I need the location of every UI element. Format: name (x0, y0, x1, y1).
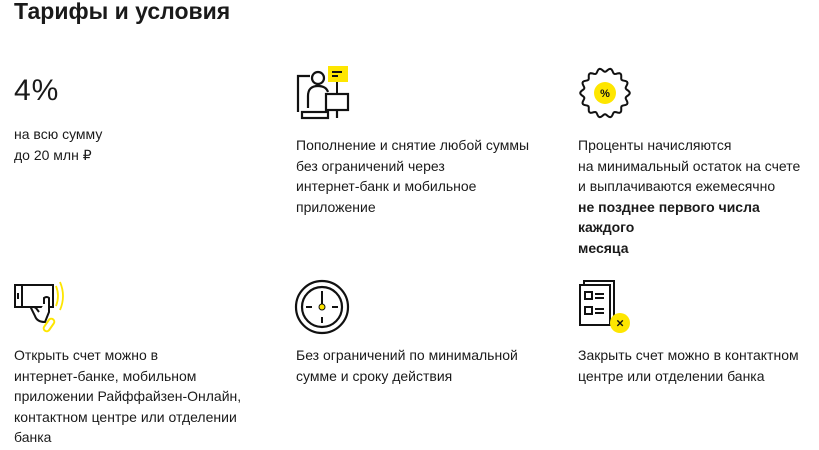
feature-line: без ограничений через (296, 157, 445, 174)
percent-glyph: % (600, 88, 610, 100)
clock-icon (294, 279, 350, 335)
feature-line: на минимальный остаток на счете (578, 157, 801, 174)
checklist-close-icon: × (579, 280, 630, 333)
feature-line: и выплачиваются ежемесячно (578, 178, 776, 195)
phone-in-hand-icon (14, 281, 64, 333)
feature-close: Закрыть счет можно в контактном центре и… (578, 345, 819, 386)
feature-interest: Проценты начисляются на минимальный оста… (578, 135, 818, 259)
feature-line-bold: не позднее первого числа каждого (578, 198, 760, 236)
online-banking-icon (296, 66, 350, 120)
feature-topup: Пополнение и снятие любой суммы без огра… (296, 135, 566, 217)
feature-line: приложении Райффайзен-Онлайн, (14, 388, 242, 405)
rate-line: до 20 млн ₽ (14, 146, 92, 163)
feature-no-limits: Без ограничений по минимальной сумме и с… (296, 345, 566, 386)
feature-line: сумме и сроку действия (296, 367, 453, 384)
feature-open: Открыть счет можно в интернет-банке, моб… (14, 345, 284, 448)
feature-line: Открыть счет можно в (14, 347, 159, 363)
feature-line: центре или отделении банка (578, 367, 765, 384)
rate-line: на всю сумму (14, 126, 103, 142)
feature-line: контактном центре или отделении (14, 408, 237, 425)
feature-line: банка (14, 429, 52, 446)
feature-line-bold: месяца (578, 239, 629, 256)
rate-block: 4% на всю сумму до 20 млн ₽ (14, 74, 284, 165)
feature-line: интернет-банке, мобильном (14, 367, 197, 384)
feature-line: Пополнение и снятие любой суммы (296, 137, 530, 153)
close-glyph: × (616, 316, 624, 331)
feature-line: Проценты начисляются (578, 137, 732, 153)
feature-line: Без ограничений по минимальной (296, 347, 518, 363)
feature-line: интернет-банк и мобильное (296, 178, 477, 195)
rate-value: 4% (14, 74, 60, 107)
percent-badge-icon: % (579, 67, 631, 119)
page-title: Тарифы и условия (14, 0, 231, 24)
feature-line: приложение (296, 198, 376, 215)
feature-line: Закрыть счет можно в контактном (578, 347, 799, 363)
